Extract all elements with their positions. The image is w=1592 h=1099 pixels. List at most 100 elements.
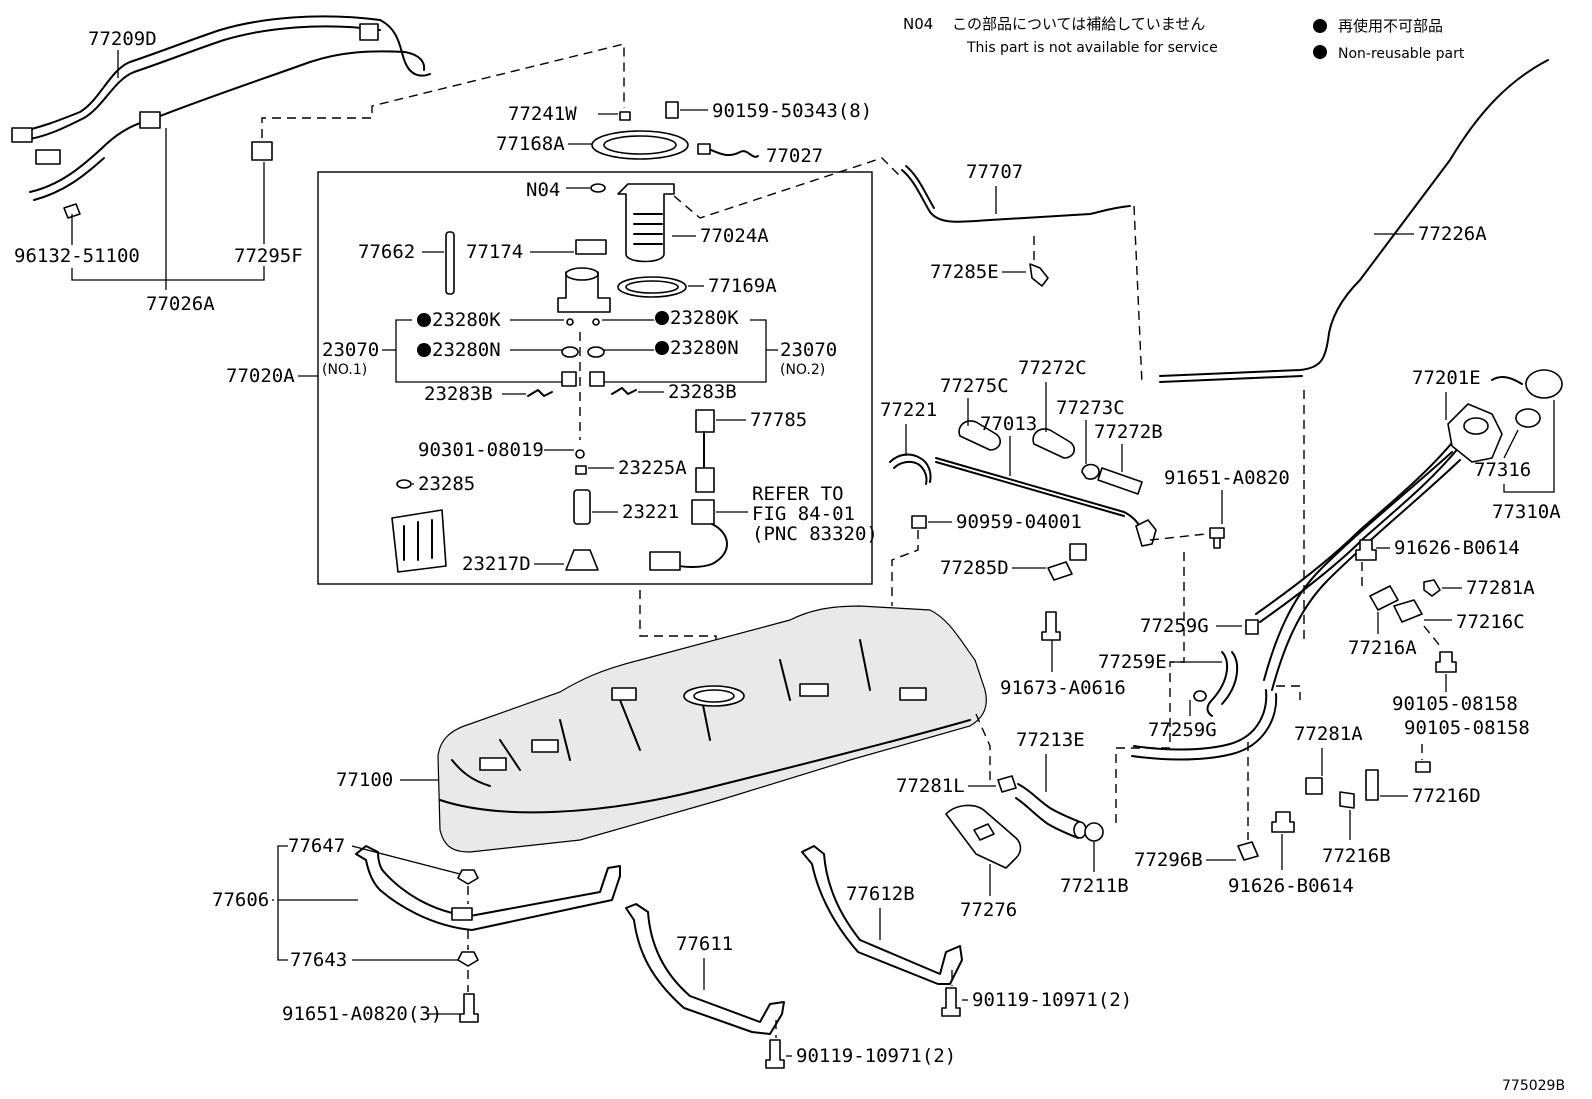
- clamp-77259g: [1245, 619, 1259, 635]
- callout-77241w: 77241W: [508, 103, 577, 125]
- callout-77276: 77276: [960, 899, 1017, 921]
- filter-bracket: [557, 271, 611, 313]
- n04-note: N04 この部品については補給していません This part is not a…: [903, 15, 1218, 56]
- callout-90959-04001: 90959-04001: [956, 511, 1082, 533]
- callout-90119-10971-b: 90119-10971(2): [972, 989, 1132, 1011]
- nut-77643-icon: [457, 951, 479, 967]
- refer-to-line1: REFER TO: [752, 483, 844, 505]
- non-reusable-bullet-icon: [655, 311, 669, 325]
- callout-77643: 77643: [290, 949, 347, 971]
- bolt-91673: [1041, 611, 1061, 641]
- gasket-77272c: [1032, 428, 1076, 459]
- callout-77272b: 77272B: [1094, 421, 1163, 443]
- callout-77259e: 77259E: [1098, 651, 1167, 673]
- bolt-90119-b-icon: [941, 987, 961, 1017]
- clamp-77281l: [997, 775, 1017, 793]
- callout-77611: 77611: [676, 933, 733, 955]
- bracket-77216b: [1339, 791, 1355, 809]
- callout-77707: 77707: [966, 161, 1023, 183]
- non-reusable-bullet-icon: [1313, 19, 1327, 33]
- legend-en: Non-reusable part: [1338, 46, 1465, 62]
- bolt-91626-a: [1355, 539, 1377, 561]
- callout-77216c: 77216C: [1456, 611, 1525, 633]
- refer-to-line3: (PNC 83320): [752, 523, 878, 545]
- callout-91651-a0820: 91651-A0820: [1164, 467, 1290, 489]
- callout-77612b: 77612B: [846, 883, 915, 905]
- pressure-regulator-icon: [561, 371, 605, 387]
- clamp-icon: [139, 111, 161, 129]
- callout-77226a: 77226A: [1418, 223, 1487, 245]
- callout-77275c: 77275C: [940, 375, 1009, 397]
- callout-77259g-b: 77259G: [1148, 719, 1217, 741]
- clamp-77296b: [1237, 841, 1259, 861]
- callout-77024a: 77024A: [700, 225, 769, 247]
- bracket-77216a: [1369, 585, 1399, 611]
- connector-77785: [695, 409, 715, 433]
- gasket-77316: [1515, 408, 1541, 428]
- n04-code: N04: [903, 15, 933, 33]
- callout-77213e: 77213E: [1016, 729, 1085, 751]
- callout-77013: 77013: [980, 413, 1037, 435]
- bolt-91651-a0820: [1209, 527, 1225, 549]
- figure-id: 775029B: [1502, 1078, 1565, 1094]
- callout-77273c: 77273C: [1056, 397, 1125, 419]
- n04-note-jp: この部品については補給していません: [952, 15, 1205, 33]
- non-reusable-bullet-icon: [417, 313, 431, 327]
- n04-gasket-icon: [590, 183, 606, 193]
- callout-77168a: 77168A: [496, 133, 565, 155]
- callout-23280n-left: 23280N: [432, 339, 501, 361]
- callout-no2: (NO.2): [780, 362, 825, 378]
- bolt-icon: [665, 101, 679, 119]
- callout-96132-51100: 96132-51100: [14, 245, 140, 267]
- evap-vent-parts: [889, 420, 1225, 641]
- callout-77295f: 77295F: [234, 245, 303, 267]
- pump-assembly-box: [317, 171, 873, 585]
- clamp-icon: [359, 23, 379, 41]
- callout-23221: 23221: [622, 501, 679, 523]
- callout-23070-left: 23070: [322, 339, 379, 361]
- callout-77272c: 77272C: [1018, 357, 1087, 379]
- callout-77027: 77027: [766, 145, 823, 167]
- bracket-77606-icon: [451, 907, 473, 921]
- callout-77100: 77100: [336, 769, 393, 791]
- callout-77201e: 77201E: [1412, 367, 1481, 389]
- callout-23280k-right: 23280K: [670, 307, 739, 329]
- fuel-pump-module-upper: [590, 101, 759, 298]
- callout-77285e: 77285E: [930, 261, 999, 283]
- fuel-tank-77100: [437, 605, 987, 853]
- callout-77285d: 77285D: [940, 557, 1009, 579]
- tube-77272b: [1097, 467, 1143, 495]
- callout-23070-right: 23070: [780, 339, 837, 361]
- callout-77169a: 77169A: [708, 275, 777, 297]
- filler-neck-77201e: [1131, 369, 1563, 761]
- legend-jp: 再使用不可部品: [1338, 17, 1443, 35]
- callout-77606: 77606: [212, 889, 269, 911]
- vent-tubes-upper-right: [901, 59, 1549, 383]
- clip-icon: [63, 203, 81, 219]
- callout-77281a-a: 77281A: [1466, 577, 1535, 599]
- fuel-pump-23221: [573, 489, 591, 525]
- nut-77647-icon: [457, 869, 479, 885]
- callout-91626-b0614-a: 91626-B0614: [1394, 537, 1520, 559]
- clip-77281a: [1423, 579, 1441, 597]
- clip-77281a-b: [1305, 777, 1323, 795]
- callout-77209d: 77209D: [88, 28, 157, 50]
- clamp-77174: [575, 239, 607, 255]
- n04-note-en: This part is not available for service: [966, 40, 1218, 56]
- callout-n04: N04: [526, 179, 560, 201]
- bolt-91651-3-icon: [459, 993, 479, 1023]
- callout-77211b: 77211B: [1060, 875, 1129, 897]
- callout-23280n-right: 23280N: [670, 337, 739, 359]
- clip-90959: [911, 515, 927, 529]
- callout-91626-b0614-b: 91626-B0614: [1228, 875, 1354, 897]
- clamp-77285e: [1029, 263, 1049, 287]
- bolt-90105-a: [1435, 651, 1457, 673]
- clip-77241w: [619, 111, 631, 121]
- vent-valve-77013: [1135, 519, 1157, 547]
- bolt-90119-a-icon: [765, 1039, 785, 1069]
- wire-connector-icon: [649, 551, 681, 571]
- callout-77259g-a: 77259G: [1140, 615, 1209, 637]
- callout-90105-08158-b: 90105-08158: [1404, 717, 1530, 739]
- gasket-77275c: [958, 420, 1002, 451]
